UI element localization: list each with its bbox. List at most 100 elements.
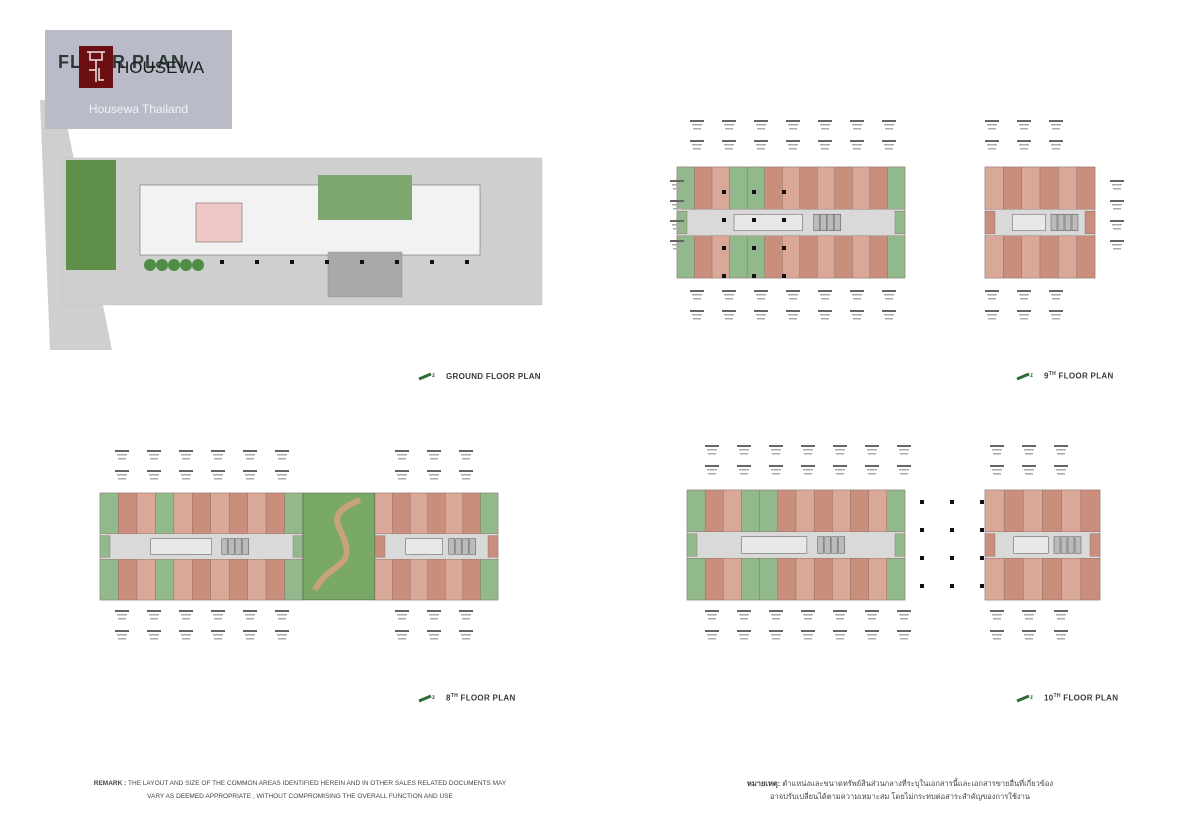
- unit: [817, 166, 836, 210]
- unit-label-mark: [275, 450, 289, 452]
- unit-label-mark: [1112, 244, 1122, 246]
- core: [405, 538, 443, 555]
- unit-label-mark: [462, 618, 470, 620]
- unit: [247, 559, 267, 601]
- unit: [1042, 558, 1062, 601]
- unit-label-mark: [245, 614, 255, 616]
- unit: [392, 559, 411, 601]
- unit-label-mark: [708, 453, 716, 455]
- unit: [1039, 235, 1059, 279]
- lift: [1071, 213, 1079, 232]
- unit-label-mark: [900, 618, 908, 620]
- unit-label-mark: [693, 298, 701, 300]
- unit-label-mark: [278, 618, 286, 620]
- unit-label-mark: [1025, 473, 1033, 475]
- unit-label-mark: [1024, 614, 1034, 616]
- unit: [887, 235, 906, 279]
- unit-label-mark: [993, 453, 1001, 455]
- unit-label-mark: [786, 310, 800, 312]
- unit-label-mark: [1112, 184, 1122, 186]
- unit-label-mark: [182, 618, 190, 620]
- unit-label-mark: [885, 148, 893, 150]
- unit: [887, 166, 906, 210]
- unit-label-mark: [1051, 144, 1061, 146]
- unit-label-mark: [213, 454, 223, 456]
- unit-label-mark: [397, 474, 407, 476]
- unit-label-mark: [672, 224, 682, 226]
- unit-label-mark: [692, 144, 702, 146]
- column: [920, 528, 924, 532]
- unit: [1039, 166, 1059, 210]
- unit: [445, 492, 464, 534]
- unit-label-mark: [1020, 128, 1028, 130]
- unit-label-mark: [670, 240, 684, 242]
- unit: [694, 235, 713, 279]
- unit: [173, 492, 193, 534]
- unit-label-mark: [211, 630, 225, 632]
- unit: [1021, 166, 1041, 210]
- unit: [984, 166, 1004, 210]
- unit-label-mark: [430, 618, 438, 620]
- unit-label-mark: [821, 318, 829, 320]
- column: [782, 274, 786, 278]
- unit-label-mark: [853, 148, 861, 150]
- unit: [480, 559, 499, 601]
- unit: [247, 492, 267, 534]
- unit-label-mark: [835, 449, 845, 451]
- unit: [1003, 235, 1022, 279]
- unit-label-mark: [395, 450, 409, 452]
- unit-label-mark: [804, 638, 812, 640]
- unit: [782, 235, 800, 279]
- end-unit: [1084, 210, 1096, 235]
- unit-label-mark: [182, 478, 190, 480]
- unit-label-mark: [397, 454, 407, 456]
- unit: [813, 558, 833, 601]
- unit: [1076, 166, 1096, 210]
- unit: [480, 492, 499, 534]
- unit-label-mark: [836, 473, 844, 475]
- unit-label-mark: [900, 638, 908, 640]
- unit-label-mark: [1019, 124, 1029, 126]
- unit: [392, 492, 411, 534]
- unit-label-mark: [1110, 220, 1124, 222]
- unit-label-mark: [725, 318, 733, 320]
- unit-label-mark: [789, 298, 797, 300]
- unit-label-mark: [897, 445, 911, 447]
- unit-label-mark: [993, 618, 1001, 620]
- unit: [711, 166, 730, 210]
- unit-label-mark: [690, 290, 704, 292]
- remark-thai: หมายเหตุ: ตำแหน่งและขนาดทรัพย์สินส่วนกลา…: [746, 779, 1054, 801]
- unit-label-mark: [181, 634, 191, 636]
- lift: [1057, 213, 1065, 232]
- unit-label-mark: [459, 630, 473, 632]
- end-unit: [374, 535, 386, 558]
- unit-label-mark: [246, 618, 254, 620]
- column: [395, 260, 399, 264]
- unit: [1061, 489, 1082, 532]
- unit-label-mark: [756, 294, 766, 296]
- caption-text: GROUND FLOOR PLAN: [446, 371, 541, 381]
- unit-label-mark: [427, 450, 441, 452]
- end-unit: [984, 533, 996, 557]
- unit-label-mark: [462, 458, 470, 460]
- unit-label-mark: [670, 220, 684, 222]
- unit: [850, 558, 869, 601]
- lift: [455, 538, 462, 555]
- unit-label-mark: [771, 469, 781, 471]
- watermark-subtitle: Housewa Thailand: [88, 102, 189, 116]
- unit: [704, 489, 724, 532]
- central-garden: [318, 175, 412, 220]
- unit-label-mark: [179, 610, 193, 612]
- unit: [764, 235, 783, 279]
- unit-label-mark: [990, 610, 1004, 612]
- unit-label-mark: [395, 470, 409, 472]
- core: [150, 538, 212, 555]
- unit-label-mark: [181, 614, 191, 616]
- unit-label-mark: [1052, 128, 1060, 130]
- unit: [886, 558, 906, 601]
- unit-label-mark: [737, 465, 751, 467]
- unit-label-mark: [1049, 290, 1063, 292]
- unit-label-mark: [243, 630, 257, 632]
- unit-label-mark: [850, 310, 864, 312]
- unit-label-mark: [214, 638, 222, 640]
